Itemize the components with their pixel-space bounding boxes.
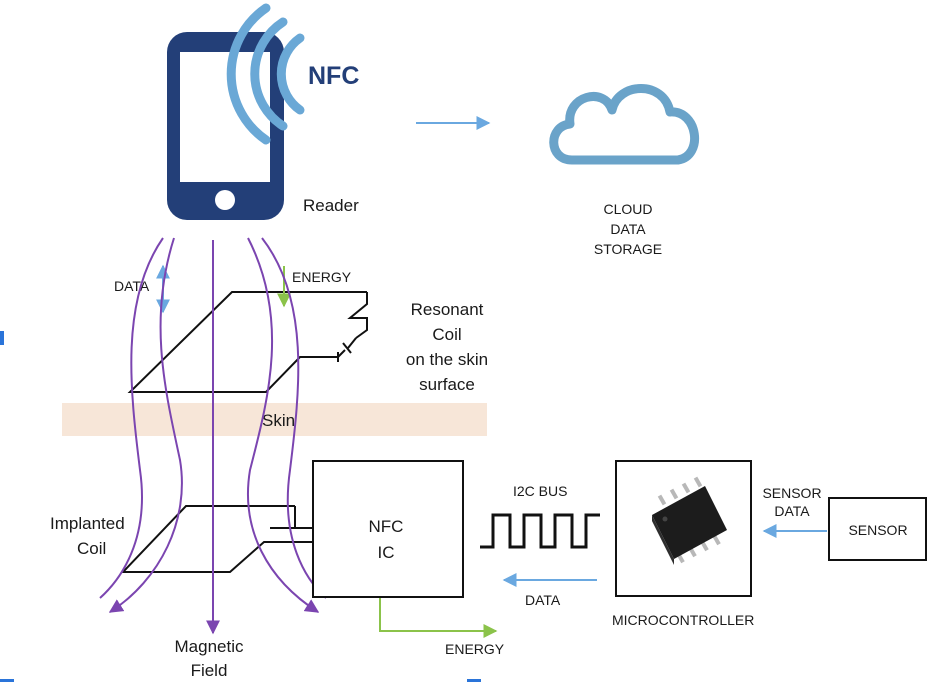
cloud-line-1: CLOUD: [603, 201, 652, 217]
resonant-line-3: on the skin: [406, 350, 488, 369]
nfc-waves-icon: [226, 3, 305, 145]
cloud-storage-label: CLOUD DATA STORAGE: [594, 201, 662, 257]
magnetic-field-lines: [99, 237, 327, 635]
data-label: DATA: [114, 278, 150, 294]
energy-output-arrow: [379, 598, 498, 638]
nfc-ic-line-2: IC: [378, 543, 395, 562]
resonant-line-4: surface: [419, 375, 475, 394]
sensor-data-line-1: SENSOR: [762, 485, 821, 501]
magnetic-line-1: Magnetic: [175, 637, 244, 656]
implanted-coil-label: Implanted Coil: [50, 514, 125, 558]
skin-label: Skin: [262, 411, 295, 430]
phone-icon: [167, 32, 284, 220]
resonant-coil: [127, 291, 368, 393]
edge-mark-bottom-mid: [467, 679, 481, 682]
resonant-coil-label: Resonant Coil on the skin surface: [406, 300, 488, 394]
resonant-line-2: Coil: [432, 325, 461, 344]
sensor-label: SENSOR: [848, 522, 907, 538]
cloud-line-2: DATA: [610, 221, 646, 237]
edge-mark-left-bottom: [0, 679, 14, 682]
sensor-box: [828, 497, 927, 561]
nfc-ic-line-1: NFC: [369, 517, 404, 536]
cloud-icon: [549, 84, 700, 165]
energy-top-label: ENERGY: [292, 269, 352, 285]
nfc-ic-box: [312, 460, 464, 598]
implanted-line-1: Implanted: [50, 514, 125, 533]
nfc-logo-text: NFC: [308, 62, 359, 90]
chip-icon: [652, 476, 727, 565]
microcontroller-label: MICROCONTROLLER: [612, 612, 754, 628]
implanted-coil: [120, 505, 313, 573]
edge-mark-left-top: [0, 331, 4, 345]
magnetic-field-label: Magnetic Field: [175, 637, 244, 680]
magnetic-line-2: Field: [191, 661, 228, 680]
sensor-data-line-2: DATA: [774, 503, 810, 519]
reader-label: Reader: [303, 196, 359, 215]
i2c-bus-label: I2C BUS: [513, 483, 567, 499]
data-bottom-label: DATA: [525, 592, 561, 608]
i2c-bus-waveform: [480, 513, 600, 549]
resonant-line-1: Resonant: [411, 300, 484, 319]
energy-bottom-label: ENERGY: [445, 641, 505, 657]
cloud-line-3: STORAGE: [594, 241, 662, 257]
implanted-line-2: Coil: [77, 539, 106, 558]
